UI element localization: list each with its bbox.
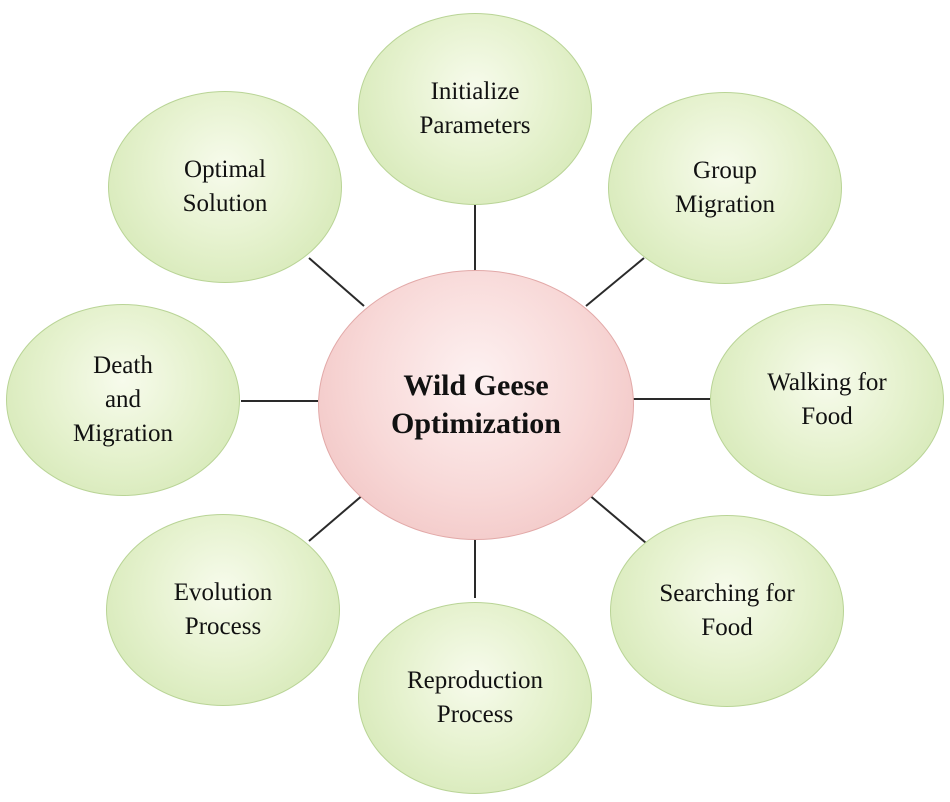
node-label-line: Evolution [173,579,273,606]
node-label-line: and [104,386,142,413]
node-label-line: Searching for [659,580,795,607]
node-label-line: Walking for [767,369,887,396]
node-walking-for-food: Walking for Food [710,304,944,496]
node-label-line: Optimal [184,156,266,183]
node-label-line: Death [93,352,153,379]
node-group-migration: Group Migration [608,92,842,284]
center-label-line: Wild Geese [403,369,549,402]
node-label-line: Migration [675,191,775,218]
connector-evolution-process [308,493,365,542]
center-label-line: Optimization [391,407,561,440]
node-label-line: Solution [182,190,268,217]
node-label-line: Process [184,613,262,640]
connector-optimal-solution [308,257,365,307]
node-label-line: Migration [73,420,173,447]
node-label-line: Initialize [430,78,520,105]
node-evolution-process: Evolution Process [106,514,340,706]
node-label-line: Reproduction [406,667,544,694]
connector-group-migration [585,257,645,307]
center-node-wild-geese-optimization: Wild Geese Optimization [318,270,634,540]
node-optimal-solution: Optimal Solution [108,91,342,283]
node-label-line: Food [701,614,753,641]
node-label-line: Group [693,157,757,184]
node-label-line: Parameters [419,112,531,139]
node-initialize-parameters: Initialize Parameters [358,13,592,205]
node-death-and-migration: Death and Migration [6,304,240,496]
node-reproduction-process: Reproduction Process [358,602,592,794]
node-searching-for-food: Searching for Food [610,515,844,707]
node-label-line: Food [801,403,853,430]
node-label-line: Process [436,701,514,728]
connector-searching-for-food [587,493,647,544]
